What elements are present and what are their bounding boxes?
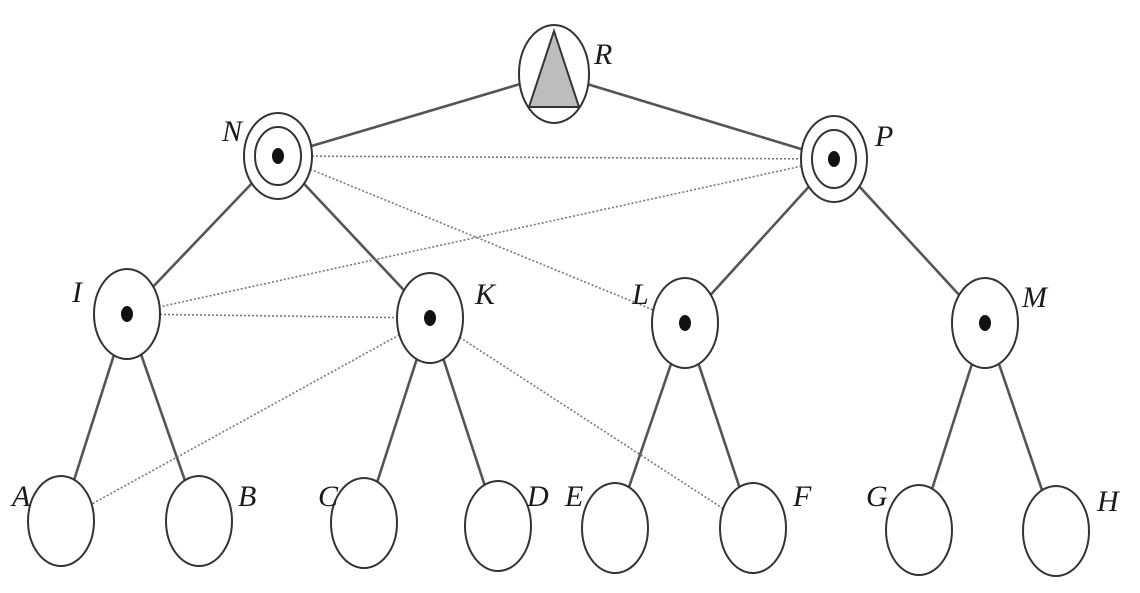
node-label-i: I <box>71 276 84 309</box>
node-dot-icon <box>424 310 436 326</box>
edge-p-m <box>858 185 961 296</box>
node-dot-icon <box>272 148 284 164</box>
node-dot-icon <box>828 151 840 167</box>
node-d <box>464 480 532 572</box>
edge-l-f <box>697 363 741 488</box>
node-a <box>27 475 95 567</box>
node-i <box>93 268 161 360</box>
edge-n-p-dotted <box>311 155 802 160</box>
edge-k-f-dotted <box>459 336 724 510</box>
node-n <box>243 112 313 200</box>
node-outline <box>885 484 953 576</box>
node-label-p: P <box>874 120 893 153</box>
root-triangle-icon <box>527 27 581 108</box>
nodes-layer <box>27 24 1090 577</box>
edges-layer <box>72 82 1044 510</box>
node-b <box>165 475 233 567</box>
node-outline <box>1022 485 1090 577</box>
node-k <box>396 272 464 364</box>
node-outline <box>464 480 532 572</box>
node-g <box>885 484 953 576</box>
node-outline <box>719 482 787 574</box>
node-label-g: G <box>866 480 888 513</box>
node-dot-icon <box>979 315 991 331</box>
node-r <box>518 24 590 124</box>
node-label-d: D <box>526 480 549 513</box>
node-label-r: R <box>593 38 612 71</box>
edge-r-p <box>587 83 803 151</box>
node-f <box>719 482 787 574</box>
node-label-b: B <box>238 480 256 513</box>
node-dot-icon <box>679 315 691 331</box>
node-label-f: F <box>792 480 812 513</box>
node-e <box>581 482 649 574</box>
node-outline <box>27 475 95 567</box>
edge-n-k <box>303 182 405 292</box>
node-outline <box>330 477 398 569</box>
edge-r-n <box>310 82 521 148</box>
node-p <box>800 115 868 203</box>
edge-p-i-dotted <box>159 165 802 308</box>
edge-k-a-dotted <box>91 334 400 505</box>
node-label-l: L <box>631 278 649 311</box>
edge-n-l-dotted <box>310 168 654 311</box>
node-label-m: M <box>1021 281 1049 314</box>
node-label-c: C <box>318 480 339 513</box>
edge-m-g <box>930 363 974 490</box>
node-outline <box>165 475 233 567</box>
edge-k-c <box>376 358 418 483</box>
node-label-h: H <box>1096 485 1121 518</box>
node-label-a: A <box>10 480 31 513</box>
edge-i-b <box>139 354 187 481</box>
edge-i-k-dotted <box>159 313 398 319</box>
node-outline <box>581 482 649 574</box>
edge-l-e <box>627 363 673 488</box>
edge-n-i <box>152 182 253 288</box>
node-dot-icon <box>121 306 133 322</box>
edge-p-l <box>709 185 810 296</box>
node-c <box>330 477 398 569</box>
edge-i-a <box>72 354 116 481</box>
node-m <box>951 277 1019 369</box>
edge-k-d <box>442 358 486 486</box>
node-label-n: N <box>221 115 244 148</box>
node-label-e: E <box>564 480 583 513</box>
edge-m-h <box>997 363 1044 491</box>
node-l <box>651 277 719 369</box>
node-label-k: K <box>474 278 497 311</box>
node-h <box>1022 485 1090 577</box>
